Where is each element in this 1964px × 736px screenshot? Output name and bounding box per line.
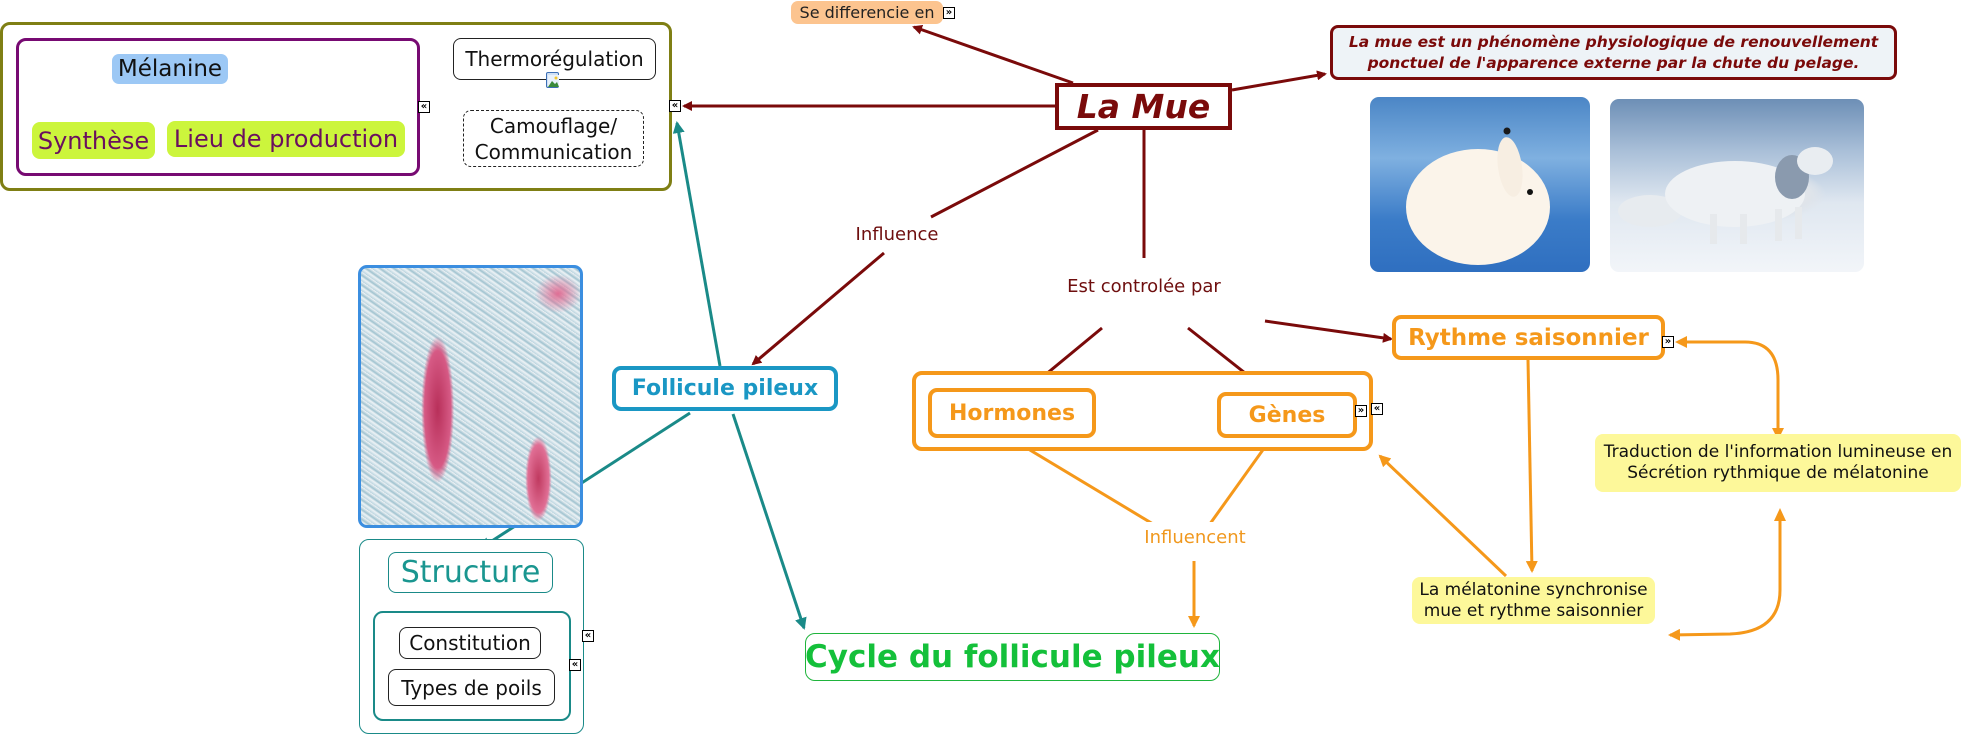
link-label-influence: Influence (848, 220, 946, 248)
landscape-icon (548, 75, 559, 87)
link-follicle-to-cycle (731, 413, 807, 630)
image-attachment-icon[interactable] (546, 72, 559, 88)
node-cycle-du-follicule-pileux[interactable]: Cycle du follicule pileux (805, 633, 1220, 681)
node-la-mue[interactable]: La Mue (1055, 83, 1232, 130)
node-lieu-de-production[interactable]: Lieu de production (167, 121, 405, 157)
collapse-icon[interactable]: « (1371, 403, 1383, 415)
link-rythme-traduction (1685, 340, 1784, 440)
link-melatonine-to-control-group (1378, 454, 1508, 578)
arctic-hare-photo (1370, 97, 1590, 272)
link-traduction-melatonine (1668, 518, 1782, 641)
node-types-de-poils[interactable]: Types de poils (388, 669, 555, 706)
camouflage-line-1: Camouflage/ (489, 113, 618, 138)
node-rythme-saisonnier[interactable]: Rythme saisonnier (1392, 315, 1665, 360)
traduction-line-2: Sécrétion rythmique de mélatonine (1627, 463, 1929, 483)
expand-icon[interactable]: » (1355, 405, 1367, 417)
link-mue-to-influence (930, 128, 1099, 219)
collapse-icon[interactable]: « (582, 630, 594, 642)
node-genes[interactable]: Gènes (1217, 392, 1357, 438)
link-label-est-controlee-par: Est controlée par (1054, 270, 1234, 302)
node-camouflage-communication[interactable]: Camouflage/ Communication (463, 110, 644, 167)
arrowhead-traduction (1774, 508, 1786, 521)
collapse-icon[interactable]: « (669, 100, 681, 112)
definition-line-1: La mue est un phénomène physiologique de… (1348, 32, 1879, 51)
collapse-icon[interactable]: « (418, 101, 430, 113)
camouflage-line-2: Communication (474, 139, 633, 164)
node-se-differencie-en[interactable]: Se differencie en (791, 1, 943, 24)
hair-follicle-histology-image (358, 265, 583, 528)
link-label-influencent: Influencent (1133, 522, 1257, 552)
collapse-icon[interactable]: « (569, 659, 581, 671)
link-follicle-to-pigment-group (672, 121, 722, 367)
arctic-fox-photo (1610, 99, 1864, 272)
node-thermoregulation[interactable]: Thermorégulation (453, 38, 656, 80)
node-definition[interactable]: La mue est un phénomène physiologique de… (1330, 25, 1897, 80)
node-melatonine-synchronise[interactable]: La mélatonine synchronise mue et rythme … (1412, 577, 1655, 624)
node-follicule-pileux[interactable]: Follicule pileux (612, 366, 838, 411)
melatonine-line-1: La mélatonine synchronise (1419, 579, 1648, 600)
node-hormones[interactable]: Hormones (928, 388, 1096, 438)
node-constitution[interactable]: Constitution (399, 627, 541, 659)
node-melanine[interactable]: Mélanine (112, 54, 228, 84)
fox-illustration (1618, 147, 1833, 244)
definition-line-2: ponctuel de l'apparence externe par la c… (1367, 53, 1860, 72)
link-rythme-to-melatonine (1525, 359, 1538, 573)
node-synthese[interactable]: Synthèse (32, 122, 155, 159)
expand-icon[interactable]: » (943, 7, 955, 19)
hare-illustration (1406, 127, 1550, 265)
link-mue-to-differencie (912, 24, 1074, 85)
link-controlee-to-rythme (1264, 319, 1393, 343)
link-influence-to-follicle (751, 251, 885, 366)
link-mue-to-definition (1231, 70, 1327, 92)
melatonine-line-2: mue et rythme saisonnier (1423, 600, 1644, 621)
link-genes-to-influencent (1200, 439, 1272, 536)
expand-icon[interactable]: » (1662, 336, 1674, 348)
arrowhead-rythme (1675, 336, 1687, 348)
traduction-line-1: Traduction de l'information lumineuse en (1603, 442, 1953, 462)
node-structure[interactable]: Structure (388, 552, 553, 593)
node-traduction-information-lumineuse[interactable]: Traduction de l'information lumineuse en… (1595, 434, 1961, 492)
